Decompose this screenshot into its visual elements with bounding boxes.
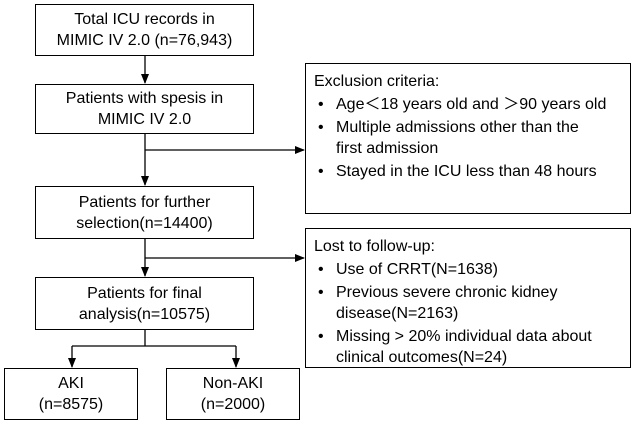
lost-to-followup-panel: Lost to follow-up: Use of CRRT(N=1638) P… (305, 228, 631, 368)
lost-to-followup-title: Lost to follow-up: (314, 238, 435, 255)
box-line: analysis(n=10575) (78, 305, 211, 323)
exclusion-item-line: Stayed in the ICU less than 48 hours (336, 163, 597, 180)
box-line: Patients for final (87, 284, 202, 302)
exclusion-item-line: Age＜18 years old and ＞90 years old (336, 96, 607, 113)
box-non-aki: Non-AKI (n=2000) (166, 368, 300, 420)
followup-item: Previous severe chronic kidney disease(N… (314, 282, 622, 324)
exclusion-item-line: first admission (336, 140, 439, 157)
followup-item-line: disease(N=2163) (336, 305, 459, 322)
exclusion-criteria-title: Exclusion criteria: (314, 73, 440, 90)
box-line: MIMIC IV 2.0 (97, 111, 192, 128)
box-line: (n=8575) (38, 396, 104, 413)
box-line: Patients with spesis in (65, 90, 224, 107)
box-line: Patients for further (78, 193, 211, 211)
box-line: MIMIC IV 2.0 (n=76,943) (56, 32, 233, 49)
box-line: (n=2000) (200, 396, 266, 413)
followup-item-line: Previous severe chronic kidney (336, 284, 558, 301)
box-total-icu-records: Total ICU records in MIMIC IV 2.0 (n=76,… (35, 4, 254, 56)
exclusion-item: Multiple admissions other than the first… (314, 117, 622, 159)
followup-item-line: clinical outcomes(N=24) (336, 349, 508, 366)
exclusion-item: Age＜18 years old and ＞90 years old (314, 94, 622, 115)
exclusion-criteria-list: Age＜18 years old and ＞90 years old Multi… (314, 94, 622, 182)
exclusion-item-line: Multiple admissions other than the (336, 119, 579, 136)
exclusion-criteria-panel: Exclusion criteria: Age＜18 years old and… (305, 63, 631, 214)
box-line: selection(n=14400) (76, 214, 213, 232)
lost-to-followup-list: Use of CRRT(N=1638) Previous severe chro… (314, 259, 622, 368)
box-aki: AKI (n=8575) (4, 368, 138, 420)
box-line: Non-AKI (202, 375, 264, 392)
followup-item-line: Missing > 20% individual data about (336, 328, 592, 345)
followup-item-line: Use of CRRT(N=1638) (336, 261, 498, 278)
box-line: AKI (58, 375, 84, 392)
box-final-analysis: Patients for final analysis(n=10575) (35, 277, 254, 330)
box-line: Total ICU records in (74, 11, 215, 28)
followup-item: Missing > 20% individual data about clin… (314, 326, 622, 368)
box-sepsis-patients: Patients with spesis in MIMIC IV 2.0 (35, 84, 254, 134)
followup-item: Use of CRRT(N=1638) (314, 259, 622, 280)
exclusion-item: Stayed in the ICU less than 48 hours (314, 161, 622, 182)
box-further-selection: Patients for further selection(n=14400) (35, 186, 254, 239)
